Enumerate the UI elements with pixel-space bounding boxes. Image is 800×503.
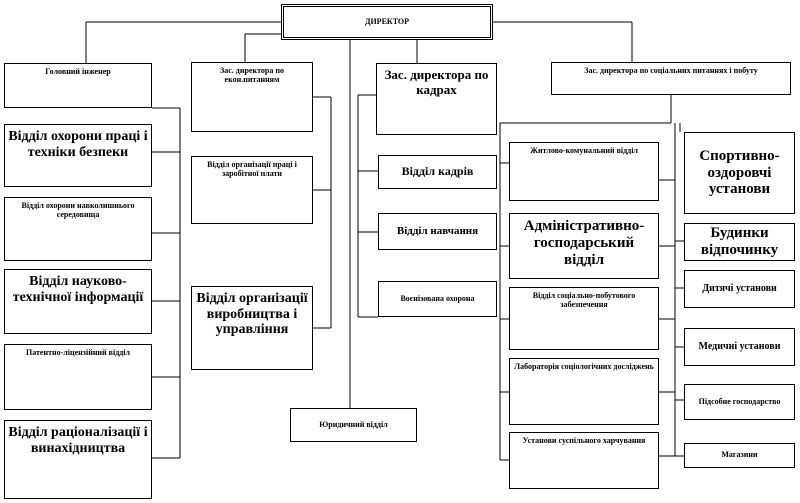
production-organization-label: Відділ організації виробництва і управлі…: [196, 291, 308, 338]
medical-institutions: Медичні установи: [684, 328, 795, 366]
catering-label: Установи суспільного харчування: [522, 436, 646, 445]
sci-tech-info-label: Відділ науково-технічної інформації: [12, 274, 144, 305]
sports-health-label: Спортивно-оздоровчі установи: [699, 147, 780, 198]
paramilitary-guard-label: Воєнізована охорона: [400, 293, 475, 303]
rest-homes: Будинки відпочинку: [684, 223, 795, 261]
shops-label: Магазини: [721, 450, 758, 460]
deputy-personnel-box: Зас. директора по кадрах: [376, 63, 497, 135]
housing-communal-label: Житлово-комунальний відділ: [530, 146, 638, 155]
legal-dept: Юридичний відділ: [290, 408, 417, 442]
deputy-social-box: Зас. директора по соціальних питаннях і …: [551, 62, 791, 95]
patent-licensing-label: Патентно-ліцензійний відділ: [25, 348, 130, 357]
chief-engineer-label: Головний інженер: [45, 67, 111, 76]
deputy-economic-label: Зас. директора по екон.питанням: [220, 66, 284, 84]
director-label: ДИРЕКТОР: [364, 16, 410, 26]
catering-establishments: Установи суспільного харчування: [509, 432, 659, 489]
subsidiary-farm: Підсобне господарство: [684, 384, 795, 420]
sci-tech-info-dept: Відділ науково-технічної інформації: [4, 269, 152, 334]
subsidiary-farm-label: Підсобне господарство: [698, 396, 781, 406]
housing-communal-dept: Житлово-комунальний відділ: [509, 142, 659, 201]
deputy-economic-box: Зас. директора по екон.питанням: [191, 62, 313, 132]
labor-organization-label: Відділ організації праці і заробітної пл…: [207, 160, 297, 178]
personnel-dept: Відділ кадрів: [378, 155, 497, 189]
legal-dept-label: Юридичний відділ: [319, 419, 388, 429]
labor-organization-dept: Відділ організації праці і заробітної пл…: [191, 156, 313, 224]
sociology-lab: Лабораторія соціологічних досліджень: [509, 358, 659, 425]
occupational-safety-label: Відділ охорони праці і техніки безпеки: [8, 129, 148, 160]
children-institutions: Дитячі установи: [684, 270, 795, 308]
social-welfare-dept: Відділ соціально-побутового забезпечення: [509, 287, 659, 350]
director-box: ДИРЕКТОР: [281, 4, 493, 40]
chief-engineer-box: Головний інженер: [4, 63, 152, 108]
deputy-social-label: Зас. директора по соціальних питаннях і …: [584, 66, 758, 75]
environmental-protection-dept: Відділ охорони навколишнього середовища: [4, 197, 152, 261]
personnel-dept-label: Відділ кадрів: [401, 164, 474, 179]
admin-household-label: Адміністративно-господарський відділ: [523, 218, 645, 268]
social-welfare-label: Відділ соціально-побутового забезпечення: [532, 291, 636, 309]
admin-household-dept: Адміністративно-господарський відділ: [509, 213, 659, 279]
paramilitary-guard: Воєнізована охорона: [378, 281, 497, 317]
environmental-protection-label: Відділ охорони навколишнього середовища: [21, 201, 135, 219]
rationalization-label: Відділ раціоналізації і винахідництва: [8, 425, 148, 456]
patent-licensing-dept: Патентно-ліцензійний відділ: [4, 344, 152, 410]
medical-institutions-label: Медичні установи: [698, 341, 781, 353]
deputy-personnel-label: Зас. директора по кадрах: [384, 67, 489, 97]
children-institutions-label: Дитячі установи: [702, 283, 777, 295]
rest-homes-label: Будинки відпочинку: [700, 225, 779, 258]
sports-health-institutions: Спортивно-оздоровчі установи: [684, 132, 795, 214]
occupational-safety-dept: Відділ охорони праці і техніки безпеки: [4, 124, 152, 187]
training-dept: Відділ навчання: [378, 213, 497, 250]
shops: Магазини: [684, 443, 795, 468]
training-dept-label: Відділ навчання: [396, 225, 479, 238]
production-organization-dept: Відділ організації виробництва і управлі…: [191, 286, 313, 370]
rationalization-dept: Відділ раціоналізації і винахідництва: [4, 420, 152, 499]
sociology-lab-label: Лабораторія соціологічних досліджень: [514, 362, 654, 371]
